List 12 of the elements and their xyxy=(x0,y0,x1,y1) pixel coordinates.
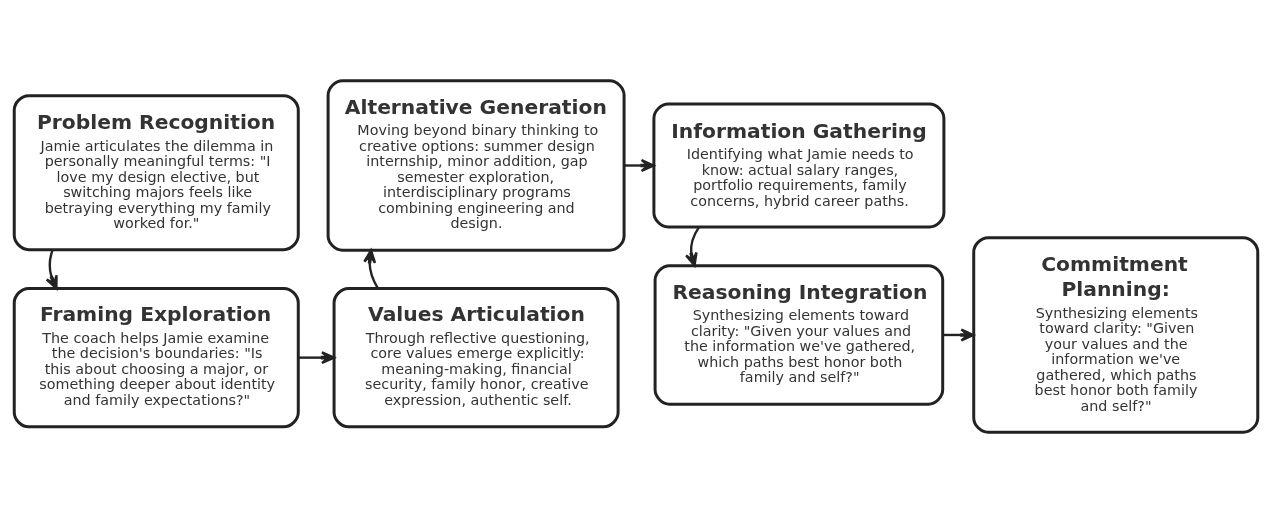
arrow xyxy=(45,249,58,290)
node-box: Commitment Planning: Synthesizing elements toward clarity: "Given your values and the information we've gathered, which paths best honor both family and self?" xyxy=(972,236,1260,434)
arrow xyxy=(624,158,655,173)
node-box: Problem Recognition Jamie articulates the dilemma in personally meaningful terms: "I love my design elective, but switching majors feels like betraying everything my family worked for." xyxy=(12,94,300,252)
node-box: Values Articulation Through reflective questioning, core values emerge explicitly: meaning-making, financial security, family honor, creative expression, authentic self. xyxy=(332,286,620,429)
arrow xyxy=(363,249,379,289)
node-box: Framing Exploration The coach helps Jamie examine the decision's boundaries: "Is this about choosing a major, or something deeper about identity and family expectations?" xyxy=(12,286,300,429)
arrow xyxy=(684,226,701,267)
node-box: Alternative Generation Moving beyond binary thinking to creative options: summer design internship, minor addition, gap semester exploration, interdisciplinary programs combining engineering and design. xyxy=(326,79,626,252)
arrow xyxy=(298,351,336,365)
node-box: Information Gathering Identifying what Jamie needs to know: actual salary ranges, portfolio requirements, family concerns, hybrid career paths. xyxy=(652,102,946,229)
node-box: Reasoning Integration Synthesizing elements toward clarity: "Given your values and the information we've gathered, which paths best honor both family and self?" xyxy=(653,264,945,406)
